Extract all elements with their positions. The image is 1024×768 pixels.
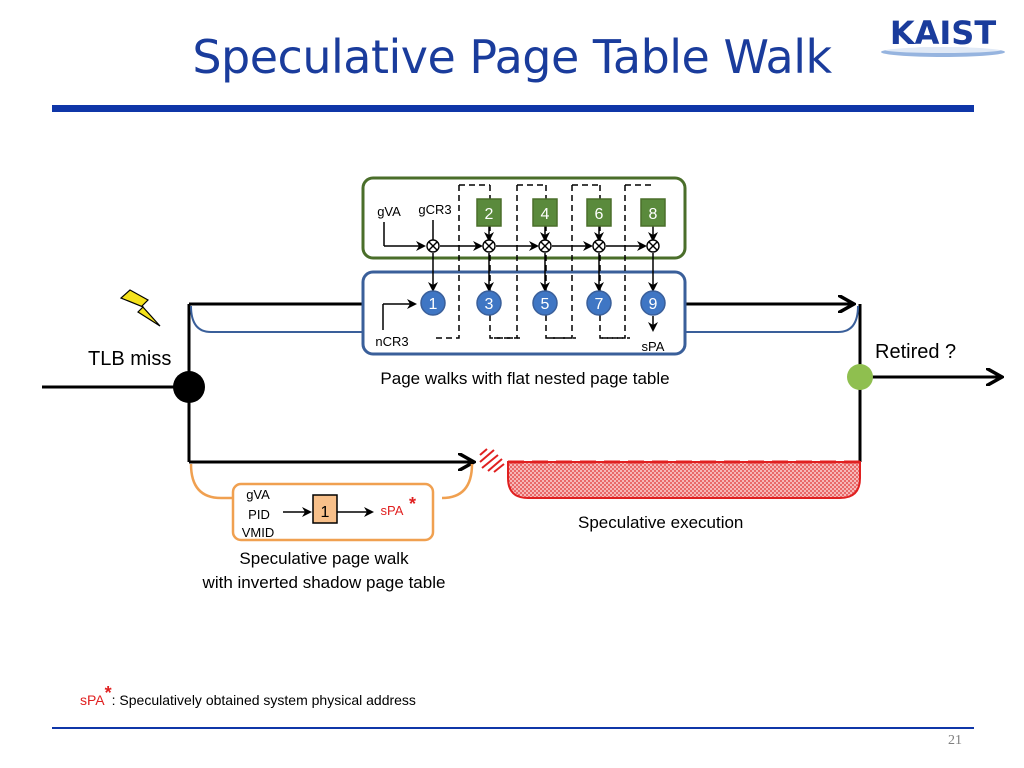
footnote-term: sPA bbox=[80, 692, 105, 708]
speculative-execution-area bbox=[507, 461, 861, 499]
host-step-circle: 3 bbox=[476, 290, 502, 316]
host-step-circle: 9 bbox=[640, 290, 666, 316]
host-step-label: 7 bbox=[595, 296, 604, 313]
retired-label: Retired ? bbox=[875, 341, 957, 363]
shadow-vmid-label: VMID bbox=[242, 525, 275, 540]
shadow-gva-label: gVA bbox=[246, 487, 270, 502]
combine-node bbox=[426, 239, 440, 253]
tlb-miss-label: TLB miss bbox=[88, 348, 172, 370]
shadow-step-box bbox=[312, 494, 338, 524]
speculative-execution-label: Speculative execution bbox=[578, 513, 744, 532]
combine-node bbox=[646, 239, 660, 253]
footnote: sPA*: Speculatively obtained system phys… bbox=[80, 683, 416, 710]
squash-marker-icon bbox=[479, 448, 505, 473]
shadow-spa-label: sPA bbox=[381, 503, 404, 518]
flat-gva-label: gVA bbox=[377, 204, 401, 219]
guest-step-label: 4 bbox=[541, 206, 550, 223]
logo-text: KAIST bbox=[890, 14, 997, 52]
guest-step-box: 8 bbox=[640, 198, 666, 227]
slide-title: Speculative Page Table Walk bbox=[192, 30, 832, 84]
host-step-label: 3 bbox=[485, 296, 494, 313]
shadow-walk-caption-line2: with inverted shadow page table bbox=[202, 573, 446, 592]
host-step-circle: 7 bbox=[586, 290, 612, 316]
host-step-circle: 5 bbox=[532, 290, 558, 316]
combine-node bbox=[482, 239, 496, 253]
shadow-step-label: 1 bbox=[321, 504, 330, 521]
guest-step-label: 8 bbox=[649, 206, 658, 223]
shadow-pid-label: PID bbox=[248, 507, 270, 522]
host-step-label: 5 bbox=[541, 296, 550, 313]
combine-node bbox=[538, 239, 552, 253]
combine-nodes bbox=[426, 239, 660, 253]
flat-ncr3-label: nCR3 bbox=[375, 334, 408, 349]
guest-step-box: 6 bbox=[586, 198, 612, 227]
shadow-spa-star: * bbox=[409, 494, 416, 514]
guest-step-box: 2 bbox=[476, 198, 502, 227]
guest-step-label: 6 bbox=[595, 206, 604, 223]
retired-node bbox=[847, 364, 873, 390]
host-step-circle: 1 bbox=[420, 290, 446, 316]
footnote-star: * bbox=[104, 683, 112, 703]
guest-walk-box bbox=[361, 176, 687, 260]
host-step-label: 1 bbox=[429, 296, 438, 313]
guest-step-box: 4 bbox=[532, 198, 558, 227]
guest-step-label: 2 bbox=[485, 206, 494, 223]
footer-rule bbox=[52, 727, 974, 729]
host-step-label: 9 bbox=[649, 296, 658, 313]
shadow-walk-caption-line1: Speculative page walk bbox=[239, 549, 409, 568]
lightning-icon bbox=[119, 289, 161, 327]
combine-node bbox=[592, 239, 606, 253]
kaist-logo: KAIST bbox=[881, 14, 1005, 57]
flat-gcr3-label: gCR3 bbox=[418, 202, 451, 217]
flat-spa-label: sPA bbox=[642, 339, 665, 354]
footnote-text: : Speculatively obtained system physical… bbox=[111, 692, 416, 708]
page-number: 21 bbox=[948, 733, 962, 748]
title-rule bbox=[52, 105, 974, 112]
host-walk-box bbox=[361, 270, 687, 356]
flat-walk-caption: Page walks with flat nested page table bbox=[380, 369, 670, 388]
